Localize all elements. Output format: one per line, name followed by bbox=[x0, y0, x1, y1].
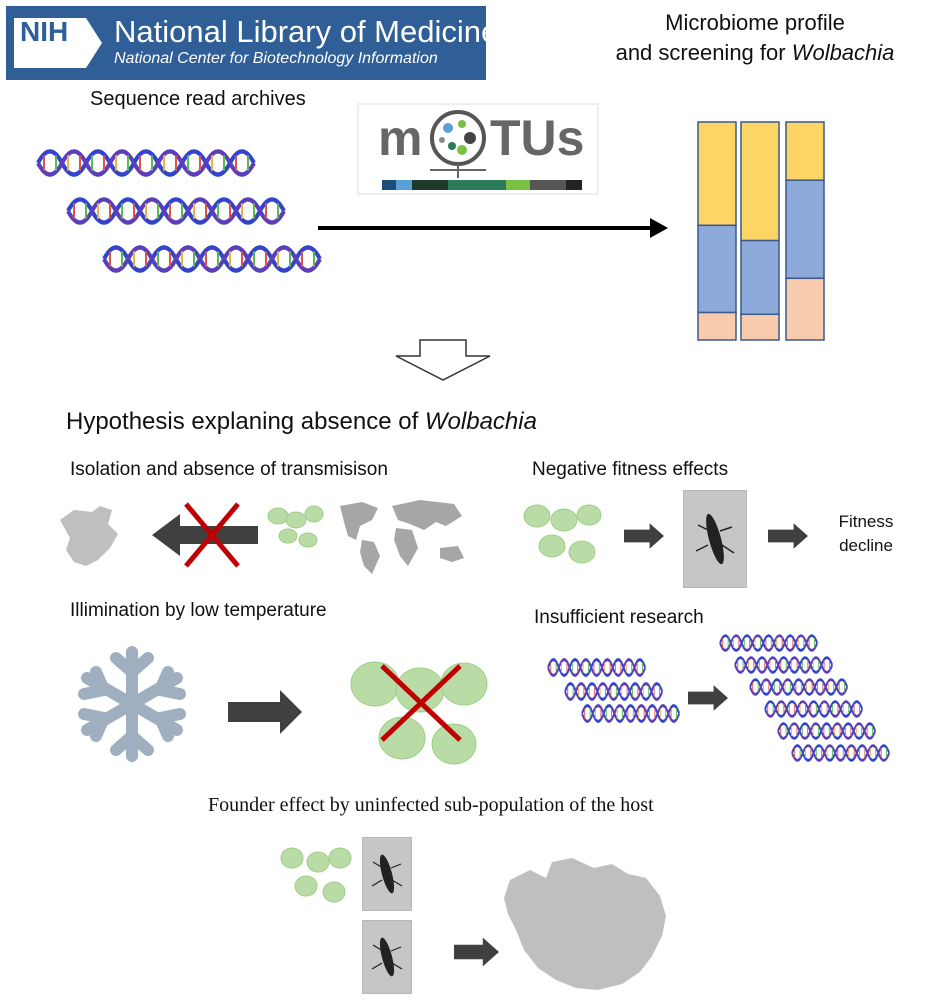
research-dna-large-2 bbox=[733, 656, 834, 674]
bar-3-blue-segment bbox=[785, 179, 825, 280]
springtail-photo-founder-2 bbox=[362, 920, 412, 994]
profile-title-line1: Microbiome profile bbox=[665, 10, 845, 35]
research-arrow bbox=[688, 685, 728, 711]
isolation-label: Isolation and absence of transmisison bbox=[70, 459, 388, 480]
bar-1-blue-segment bbox=[697, 224, 737, 314]
temperature-label: Illimination by low temperature bbox=[70, 600, 327, 621]
fitness-arrow-2 bbox=[768, 523, 808, 549]
bar-1-peach-segment bbox=[697, 311, 737, 341]
nih-banner: NIH National Library of Medicine Nationa… bbox=[6, 6, 498, 80]
motus-logo: m TUs bbox=[357, 103, 599, 195]
research-dna-large-6 bbox=[790, 744, 891, 762]
hypothesis-title-wolbachia: Wolbachia bbox=[424, 408, 537, 435]
fitness-result: Fitness decline bbox=[838, 512, 894, 555]
bar-2-peach-segment bbox=[740, 313, 780, 341]
bar-2-blue-segment bbox=[740, 239, 780, 316]
sra-dna-3 bbox=[104, 247, 320, 270]
springtail-icon bbox=[684, 491, 746, 587]
pipeline-arrow bbox=[318, 218, 668, 238]
springtail-icon bbox=[363, 838, 411, 910]
founder-bacteria bbox=[280, 847, 352, 903]
isolation-bacteria bbox=[267, 505, 324, 548]
research-dna-small-1 bbox=[546, 658, 647, 677]
fitness-label: Negative fitness effects bbox=[532, 459, 729, 480]
research-dna-large-3 bbox=[748, 678, 849, 696]
founder-label: Founder effect by uninfected sub-populat… bbox=[208, 794, 654, 816]
svg-text:m: m bbox=[378, 110, 422, 166]
down-arrow-icon bbox=[395, 339, 491, 381]
temperature-arrow bbox=[228, 690, 302, 734]
research-label: Insufficient research bbox=[534, 607, 704, 628]
nih-abbrev: NIH bbox=[20, 16, 69, 47]
research-dna-small-2 bbox=[563, 682, 664, 701]
nih-badge-icon bbox=[14, 18, 102, 68]
center-name: National Center for Biotechnology Inform… bbox=[114, 50, 438, 67]
temperature-bacteria bbox=[350, 661, 488, 765]
snowflake-icon bbox=[78, 646, 186, 762]
springtail-icon bbox=[363, 921, 411, 993]
profile-title-wolbachia: Wolbachia bbox=[791, 40, 895, 65]
sra-label: Sequence read archives bbox=[90, 88, 306, 110]
isolation-cross-icon bbox=[184, 502, 240, 568]
fitness-arrow-1 bbox=[624, 523, 664, 549]
profile-title-line2: and screening for Wolbachia bbox=[615, 40, 895, 65]
bar-2-yellow-segment bbox=[740, 121, 780, 242]
fitness-bacteria bbox=[523, 504, 602, 564]
sra-dna-2 bbox=[68, 199, 284, 222]
research-dna-small-3 bbox=[580, 704, 681, 723]
temperature-cross-icon bbox=[380, 664, 462, 742]
sra-dna-1 bbox=[38, 151, 254, 174]
microbiome-bars bbox=[697, 121, 825, 341]
research-dna-large-1 bbox=[718, 634, 819, 652]
springtail-photo-founder-1 bbox=[362, 837, 412, 911]
hypothesis-title: Hypothesis explaning absence of Wolbachi… bbox=[66, 408, 537, 435]
research-dna-large-4 bbox=[763, 700, 864, 718]
bar-3-yellow-segment bbox=[785, 121, 825, 181]
antarctica-large-icon bbox=[504, 858, 666, 990]
founder-arrow bbox=[454, 937, 499, 967]
profile-title: Microbiome profile and screening for Wol… bbox=[590, 8, 920, 68]
research-dna-large-5 bbox=[776, 722, 877, 740]
springtail-photo-fitness bbox=[683, 490, 747, 588]
svg-text:TUs: TUs bbox=[490, 110, 584, 166]
library-name: National Library of Medicine bbox=[114, 14, 499, 49]
antarctica-small-icon bbox=[60, 506, 118, 566]
world-map-icon bbox=[340, 500, 464, 574]
bar-3-peach-segment bbox=[785, 277, 825, 341]
bar-1-yellow-segment bbox=[697, 121, 737, 227]
isolation-arrow bbox=[152, 514, 258, 556]
